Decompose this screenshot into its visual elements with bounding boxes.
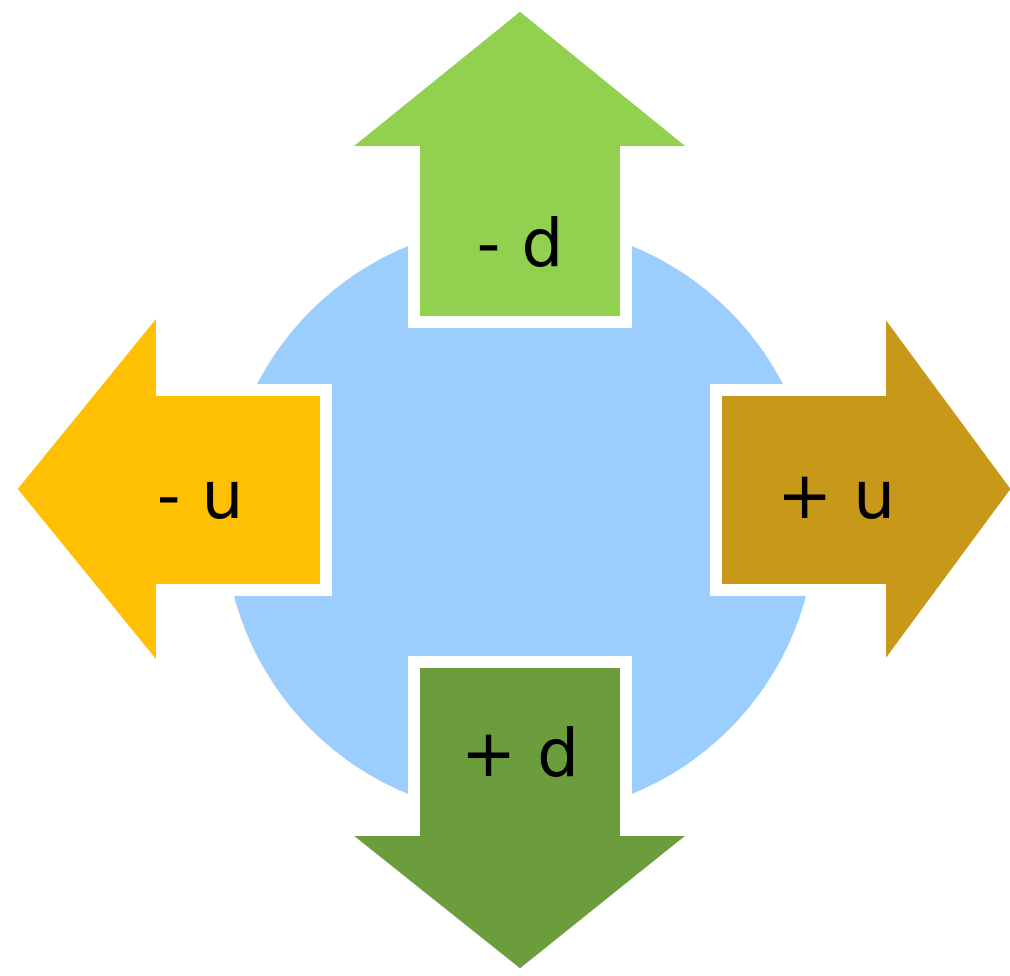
arrow-left-label: - u xyxy=(157,457,244,534)
arrow-down-shape xyxy=(319,656,720,976)
arrow-up-label: - d xyxy=(477,205,564,282)
arrow-down: + d xyxy=(319,656,720,976)
arrow-right: + u xyxy=(710,283,1010,695)
arrow-left: - u xyxy=(2,285,332,693)
arrow-up: - d xyxy=(320,0,719,328)
arrow-right-label: + u xyxy=(777,457,895,534)
arrow-up-shape xyxy=(320,0,719,328)
center-circle xyxy=(224,224,816,816)
arrow-down-label: + d xyxy=(461,715,579,792)
arrow-right-shape xyxy=(710,283,1010,695)
arrow-left-shape xyxy=(2,285,332,693)
